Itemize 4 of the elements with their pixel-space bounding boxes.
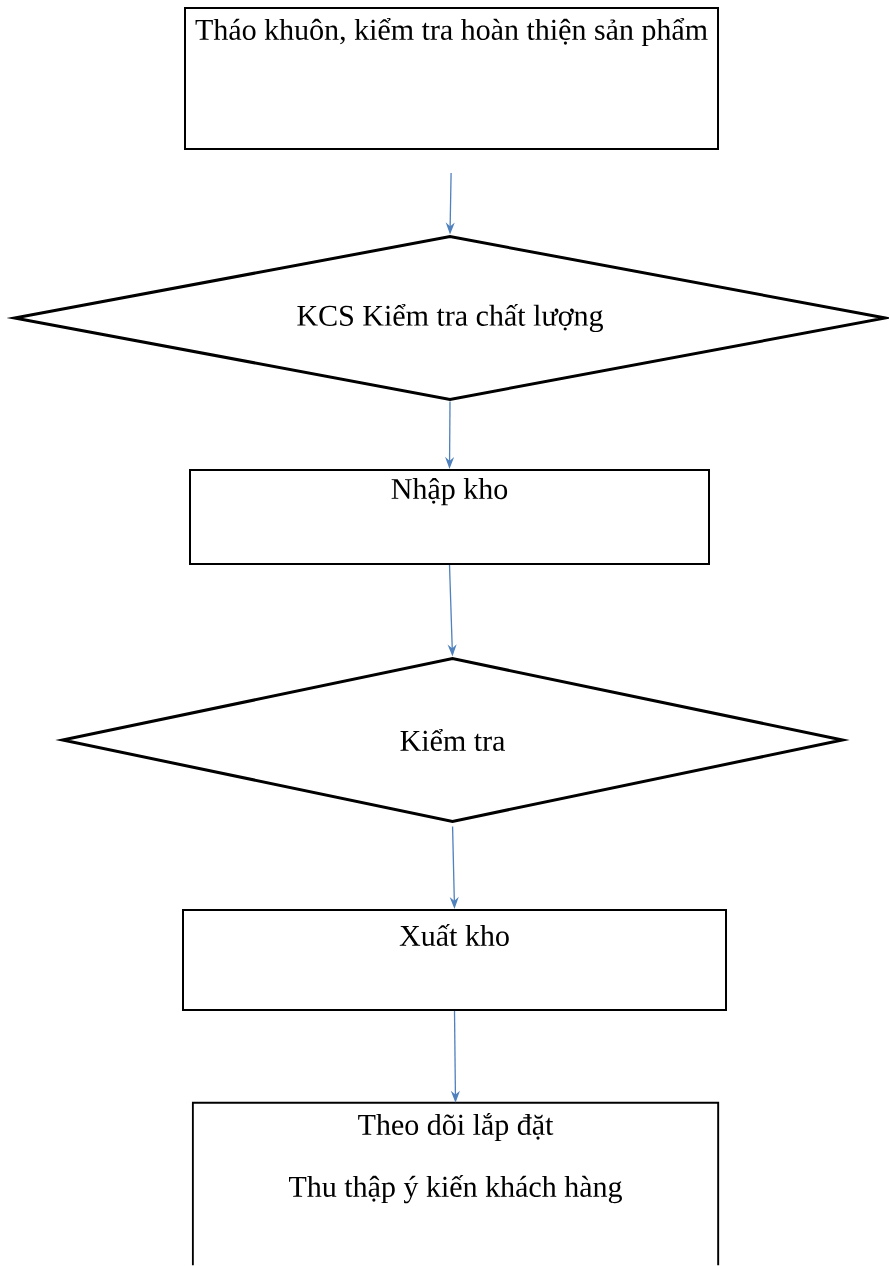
process-box: Tháo khuôn, kiểm tra hoàn thiện sản phẩm [184, 7, 719, 150]
process-box: Nhập kho [189, 469, 710, 565]
process-box: Theo dõi lắp đặt Thu thập ý kiến khách hàng [191, 1101, 720, 1266]
process-box: Xuất kho [182, 909, 727, 1011]
